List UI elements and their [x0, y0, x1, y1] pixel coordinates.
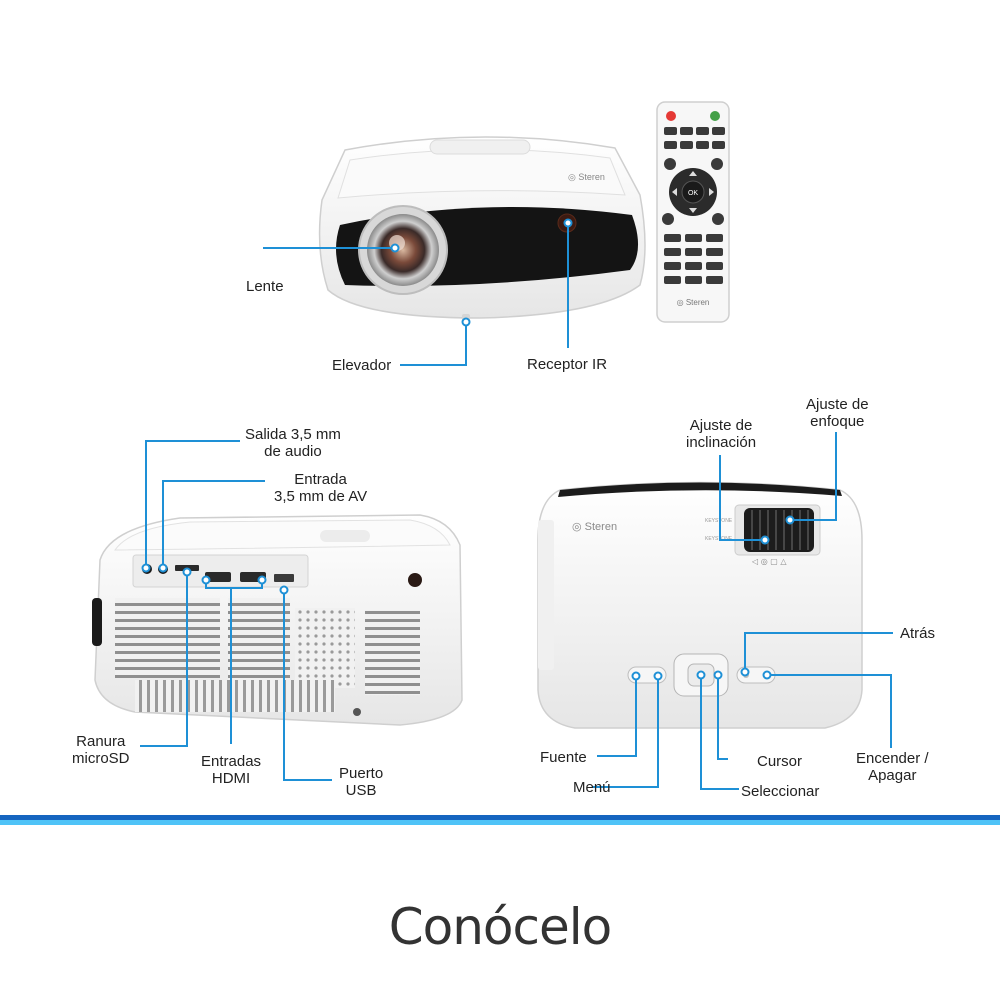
label-elevator: Elevador [332, 357, 392, 374]
label-source: Fuente [540, 749, 587, 766]
svg-text:◁ ◎ ▢ △: ◁ ◎ ▢ △ [751, 557, 787, 566]
svg-text:KEYSTONE: KEYSTONE [705, 518, 733, 524]
remote-mute-icon [710, 111, 720, 121]
brand-logo-top: ◎ Steren [572, 521, 617, 533]
front-projector: ◎ Steren [318, 136, 646, 322]
callout-dots [141, 218, 795, 681]
brand-logo-front: ◎ Steren [568, 172, 605, 182]
remote-brand-logo: ◎ Steren [677, 298, 710, 307]
label-ir-receiver: Receptor IR [527, 356, 608, 373]
label-menu: Menú [573, 779, 611, 796]
label-select: Seleccionar [741, 783, 820, 800]
label-lens: Lente [246, 278, 284, 295]
top-projector: ◎ Steren KEYSTONE KEYSTONE ◁ ◎ ▢ △ [537, 481, 863, 729]
remote-power-icon [666, 111, 676, 121]
divider-light [0, 820, 1000, 825]
svg-text:OK: OK [688, 190, 698, 197]
label-cursor: Cursor [757, 753, 803, 770]
divider-dark [0, 815, 1000, 820]
label-back: Atrás [900, 625, 936, 642]
label-power: Encender /Apagar [856, 750, 929, 784]
remote-control: OK ◎ Steren [656, 101, 730, 323]
back-projector [92, 514, 463, 726]
page-title: Conócelo [388, 898, 613, 956]
svg-text:KEYSTONE: KEYSTONE [705, 536, 733, 542]
